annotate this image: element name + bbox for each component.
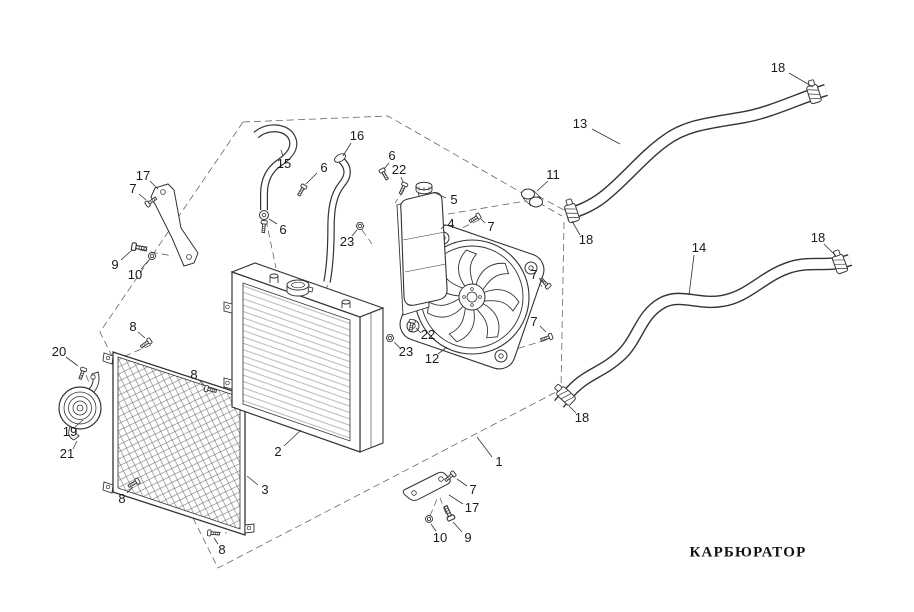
part-label-8: 8 xyxy=(118,490,126,506)
part-label-4: 4 xyxy=(447,215,455,231)
washer-10 xyxy=(148,252,156,260)
tank-cap xyxy=(415,181,433,197)
hose-15 xyxy=(253,124,298,220)
part-label-7: 7 xyxy=(530,266,538,282)
part-label-7: 7 xyxy=(129,180,137,196)
part-label-21: 21 xyxy=(59,445,75,461)
part-label-22: 22 xyxy=(420,326,436,342)
part-label-18: 18 xyxy=(770,59,786,75)
washer-10 xyxy=(425,515,433,523)
part-label-13: 13 xyxy=(572,115,588,131)
horn xyxy=(58,371,102,441)
diagram-caption: КАРБЮРАТОР xyxy=(689,544,807,561)
part-label-16: 16 xyxy=(349,127,365,143)
part-label-12: 12 xyxy=(424,350,440,366)
radiator-inlet-port xyxy=(269,273,279,283)
bracket-top-17 xyxy=(150,183,199,267)
part-label-20: 20 xyxy=(51,343,67,359)
part-label-7: 7 xyxy=(530,313,538,329)
bolt-6 xyxy=(295,183,308,198)
hose-16 xyxy=(323,153,351,283)
part-label-18: 18 xyxy=(810,229,826,245)
mesh-screen xyxy=(102,351,255,536)
part-label-6: 6 xyxy=(279,221,287,237)
part-label-10: 10 xyxy=(432,529,448,545)
clamp-18 xyxy=(561,197,581,224)
part-label-17: 17 xyxy=(464,499,480,515)
bolt-6 xyxy=(378,167,391,182)
leader-lines xyxy=(65,72,837,545)
part-label-9: 9 xyxy=(464,529,472,545)
part-label-6: 6 xyxy=(320,159,328,175)
part-label-14: 14 xyxy=(691,239,707,255)
part-label-2: 2 xyxy=(274,443,282,459)
part-label-8: 8 xyxy=(129,318,137,334)
nut-23 xyxy=(355,222,365,230)
part-label-11: 11 xyxy=(546,166,560,182)
part-label-6: 6 xyxy=(388,147,396,163)
radiator-outlet-port xyxy=(341,299,351,308)
part-label-8: 8 xyxy=(218,541,226,557)
bolt-20 xyxy=(76,366,88,381)
part-label-17: 17 xyxy=(135,167,151,183)
part-label-8: 8 xyxy=(190,366,198,382)
radiator xyxy=(223,262,385,453)
bolt-7 xyxy=(539,332,554,344)
part-label-23: 23 xyxy=(398,343,414,359)
screw-8 xyxy=(206,529,221,538)
hose-14 xyxy=(551,248,853,408)
part-label-7: 7 xyxy=(469,481,477,497)
part-label-7: 7 xyxy=(487,218,495,234)
bolt-6 xyxy=(259,219,268,234)
radiator-cap xyxy=(286,279,314,297)
part-label-1: 1 xyxy=(495,453,503,469)
part-label-9: 9 xyxy=(111,256,119,272)
part-label-15: 15 xyxy=(276,155,292,171)
nut-23 xyxy=(385,334,395,342)
part-label-3: 3 xyxy=(261,481,269,497)
part-label-5: 5 xyxy=(450,191,458,207)
screw-22 xyxy=(397,181,409,196)
part-label-19: 19 xyxy=(62,423,78,439)
hose-13 xyxy=(561,78,828,224)
mount-bushing-11 xyxy=(521,188,543,208)
part-label-10: 10 xyxy=(127,266,143,282)
expansion-tank xyxy=(396,181,448,316)
part-label-22: 22 xyxy=(391,161,407,177)
part-label-23: 23 xyxy=(339,233,355,249)
bracket-bottom-17 xyxy=(402,471,451,501)
part-label-18: 18 xyxy=(578,231,594,247)
part-label-18: 18 xyxy=(574,409,590,425)
bolt-9 xyxy=(441,504,456,522)
